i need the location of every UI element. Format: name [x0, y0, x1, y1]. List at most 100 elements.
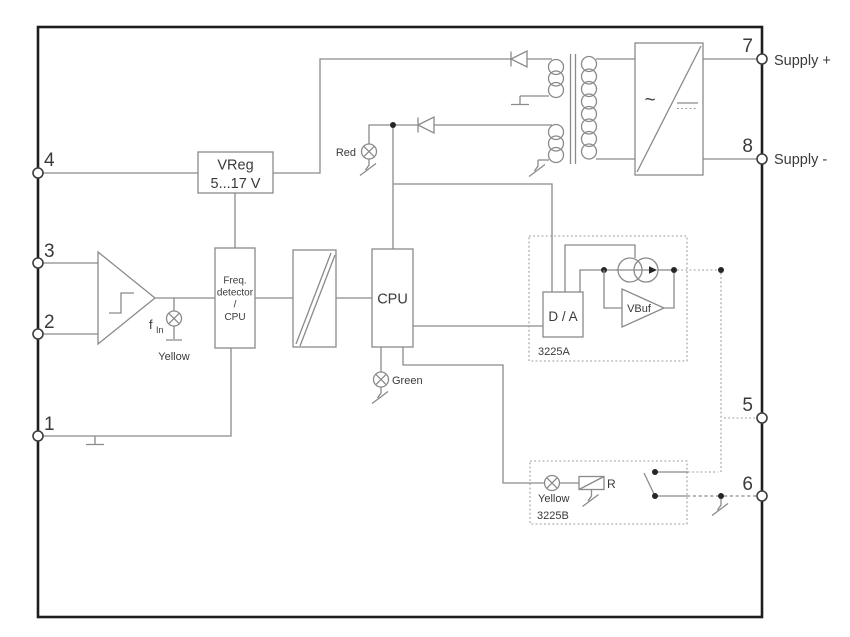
terminal-2 [32, 328, 44, 340]
terminal-2-number: 2 [44, 312, 55, 333]
freq-detector-box [214, 247, 256, 349]
terminal-1 [32, 430, 44, 442]
analog-output-link [677, 267, 757, 473]
supply-minus-label: Supply - [774, 152, 827, 168]
contact-dot [652, 493, 658, 499]
terminal-5-number: 5 [742, 395, 753, 416]
terminal-8-number: 8 [742, 136, 753, 157]
switch-arm-icon [643, 472, 656, 497]
module-3225a: 3225A D / A VBuf [528, 235, 688, 362]
wire-vreg-diode [273, 58, 511, 174]
yellow-relay-led-icon [543, 474, 561, 492]
vreg-range: 5...17 V [211, 176, 261, 192]
vbuf-amp-icon [621, 287, 666, 329]
current-source-arrowhead-icon [649, 266, 657, 274]
terminal-7-number: 7 [742, 36, 753, 57]
red-led-icon [360, 143, 378, 160]
winding-loop [547, 146, 565, 164]
junction-dot [718, 493, 724, 499]
winding-loop [547, 135, 565, 152]
green-led-label: Green [392, 375, 423, 387]
f-in-led-icon [165, 310, 183, 327]
freq-detector-line2: detector [217, 288, 254, 299]
terminal-6-number: 6 [742, 474, 753, 495]
f-in-label: f [149, 317, 153, 332]
relay-diagonal-icon [578, 475, 605, 491]
terminal-4-number: 4 [44, 150, 55, 171]
comparator-icon [97, 250, 157, 346]
vreg-box [197, 151, 274, 194]
relay-common-icon [581, 489, 600, 508]
f-in-subscript: In [156, 325, 164, 335]
vreg-block: VReg 5...17 V [197, 58, 511, 248]
freq-detector-line3: / [234, 300, 237, 311]
winding-loop [580, 130, 598, 148]
wire-freqdetector-terminal1 [43, 348, 232, 437]
contact-common-icon [711, 498, 729, 517]
enclosure-border [36, 25, 764, 619]
wire-junction-da [393, 183, 553, 292]
wire-cpu-relay-module [402, 347, 544, 484]
cpu-label: CPU [377, 292, 408, 308]
isolation-diagonal-icon [295, 252, 336, 347]
ground-icon [85, 435, 105, 446]
terminal-4 [32, 167, 44, 179]
output-terminals: 7 8 5 6 Supply + Supply - [742, 36, 831, 502]
transformer-core-icon [569, 54, 577, 164]
wire-da-currentsource-top [564, 244, 636, 292]
winding-loop [580, 143, 598, 160]
input-terminals: 4 3 2 1 [32, 150, 55, 442]
diode-icon-upper [510, 50, 528, 68]
junction-dot [390, 122, 396, 128]
winding-loop [580, 55, 598, 73]
wire-red-led-junction [368, 124, 393, 144]
cpu-block: CPU Green [371, 248, 544, 484]
green-led-icon [372, 371, 390, 388]
converter-diagonal-icon [636, 45, 702, 173]
module-b-label: 3225B [537, 510, 569, 522]
transformer [434, 54, 635, 178]
f-in-led-color-label: Yellow [158, 351, 189, 363]
wire-winding-converter [596, 58, 635, 160]
freq-detector-line4: CPU [224, 312, 245, 323]
terminal-8 [756, 153, 768, 165]
module-a-outline [528, 235, 688, 362]
module-b-outline [529, 460, 688, 525]
wire-vbuf-out [664, 273, 675, 309]
ac-symbol: ~ [644, 90, 655, 111]
common-icon [528, 159, 546, 178]
green-led-common-icon [371, 386, 389, 405]
diode-icon-lower [417, 116, 435, 134]
isolation-box [292, 249, 337, 348]
supply-plus-label: Supply + [774, 53, 831, 69]
terminal-3-number: 3 [44, 241, 55, 262]
terminal-1-number: 1 [44, 414, 55, 435]
winding-loop [547, 123, 565, 141]
module-3225b: 3225B Yellow R [529, 460, 688, 525]
red-led-common-icon [359, 158, 377, 177]
winding-loop [580, 68, 598, 85]
isolation-block [292, 249, 372, 348]
winding-loop [580, 80, 598, 98]
winding-loop [547, 70, 565, 87]
wire-da-currentsource-in [579, 269, 618, 292]
freq-detector-block: Freq. detector / CPU [214, 247, 293, 349]
winding-loop [547, 58, 565, 76]
ground-icon [510, 95, 530, 106]
da-box [542, 291, 584, 338]
da-label: D / A [548, 309, 577, 324]
power-converter: ~ [634, 42, 757, 176]
module-a-label: 3225A [538, 346, 570, 358]
winding-loop [547, 81, 565, 99]
winding-loop [580, 105, 598, 123]
hysteresis-icon [109, 292, 134, 314]
winding-loop [580, 93, 598, 110]
vreg-title: VReg [217, 158, 253, 174]
wire-vbuf-in [603, 270, 622, 309]
terminal-3 [32, 257, 44, 269]
terminal-5 [756, 412, 768, 424]
winding-loop [580, 118, 598, 135]
relay-contact-circuit [643, 469, 757, 517]
yellow-relay-led-label: Yellow [538, 493, 569, 505]
